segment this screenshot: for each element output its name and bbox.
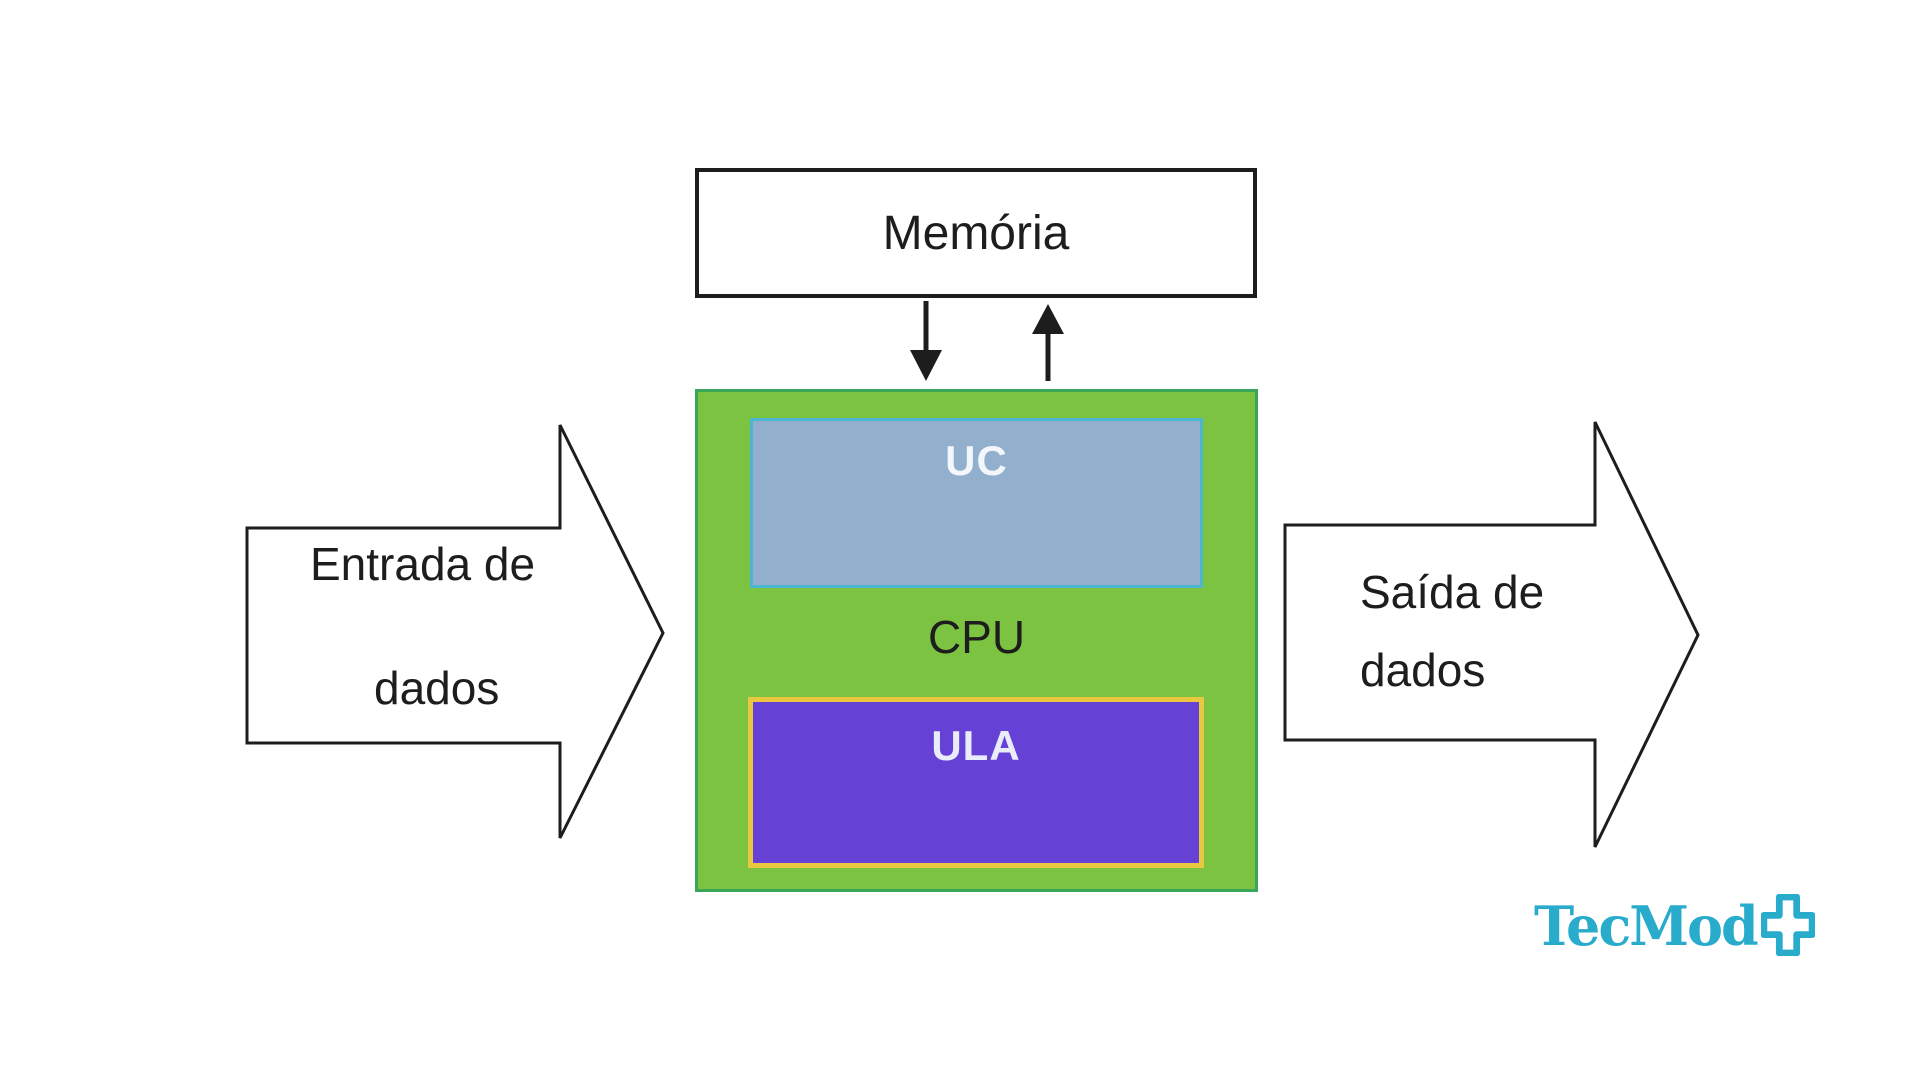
ula-label: ULA [931,722,1021,769]
output-block-arrow [1283,421,1700,848]
cpu-to-memory-arrow-icon [1032,304,1064,381]
cpu-label: CPU [927,611,1026,663]
memory-label: Memória [882,206,1070,260]
input-arrow-label-line1: Entrada de [310,538,536,590]
logo-plus-icon [1760,894,1815,956]
uc-label: UC [945,437,1008,484]
output-arrow-label-line1: Saída de [1360,566,1545,618]
ula-box: ULA [748,697,1204,868]
logo: TecMod [1534,894,1815,958]
memory-box: Memória [695,168,1257,298]
output-arrow-label-line2: dados [1360,644,1486,696]
uc-box: UC [750,418,1203,588]
logo-text: TecMod [1534,894,1759,958]
input-arrow-label-line2: dados [374,662,500,714]
cpu-box: UC CPU ULA [695,389,1258,892]
input-block-arrow [245,424,665,839]
memory-to-cpu-arrow-icon [910,301,942,381]
